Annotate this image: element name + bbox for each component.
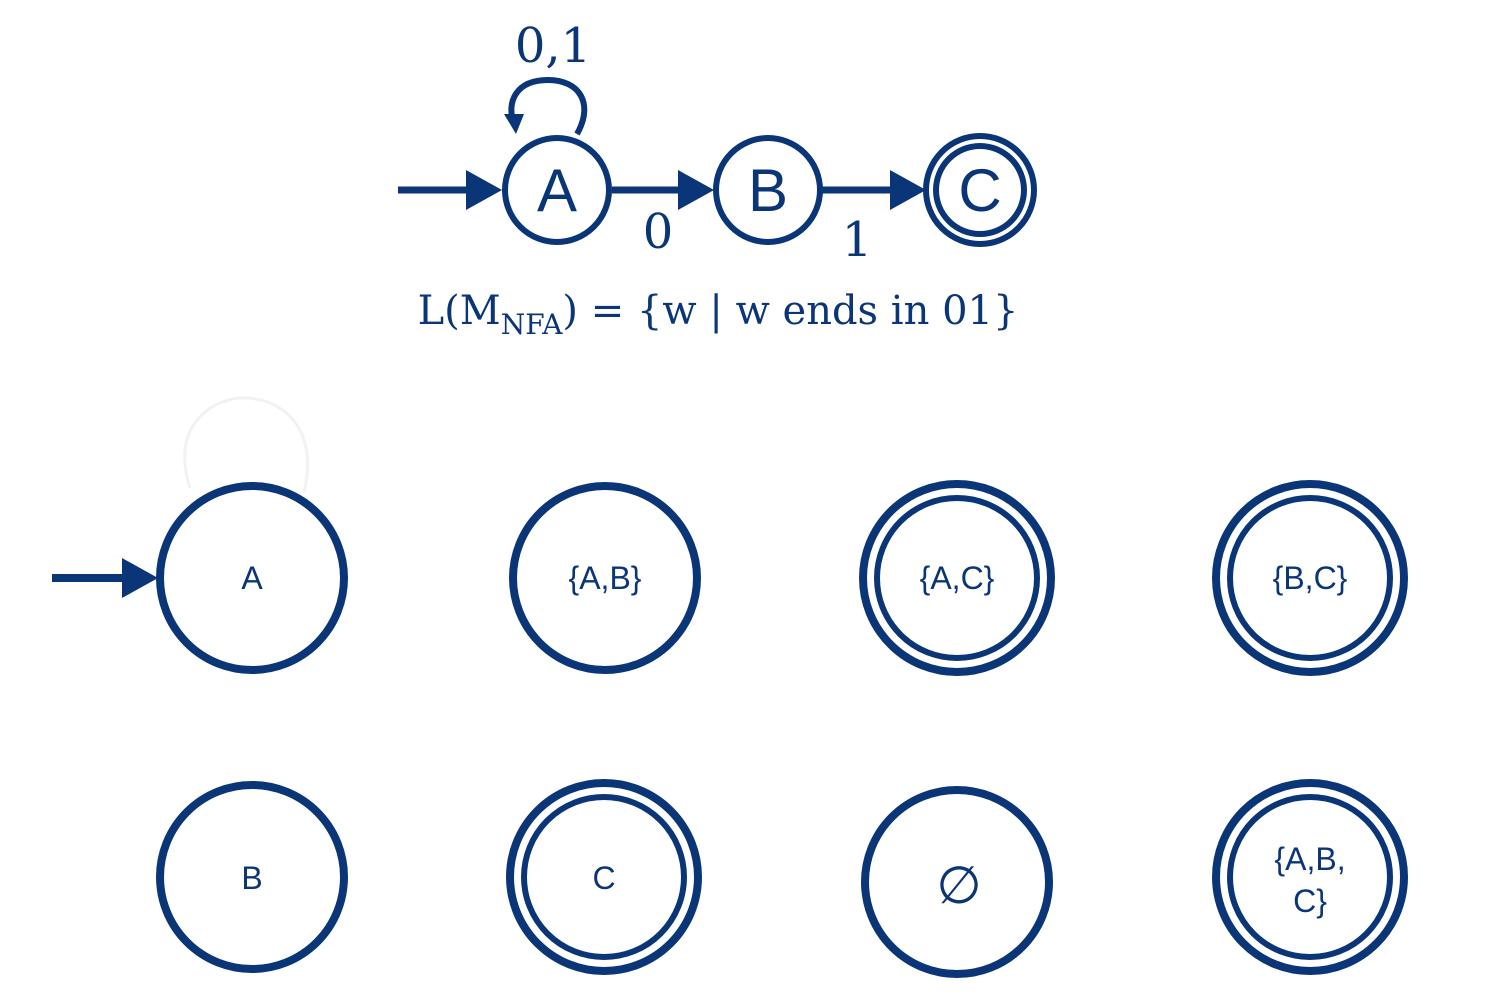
dfa-state-ac-label: {A,C} <box>920 560 995 596</box>
nfa-state-c: C <box>923 133 1037 247</box>
dfa-state-ab: {A,B} <box>509 482 701 674</box>
dfa-ghost-loop <box>183 396 310 493</box>
nfa-self-loop-a <box>504 76 588 136</box>
nfa-edge-a-b <box>612 170 714 210</box>
dfa-state-bc: {B,C} <box>1212 480 1408 676</box>
language-prefix: L(M <box>418 288 501 334</box>
dfa-state-b-label: B <box>241 860 262 896</box>
nfa-state-a: A <box>502 135 612 245</box>
dfa-state-c-label: C <box>592 860 615 896</box>
dfa-state-empty-label: ∅ <box>936 857 981 915</box>
dfa-state-c: C <box>506 779 702 975</box>
dfa-states: A {A,B} {A,C} {B,C} B C ∅ <box>52 396 1408 978</box>
nfa-language-caption: L(MNFA) = {w | w ends in 01} <box>418 288 1019 341</box>
nfa-edge-a-b-label: 0 <box>643 204 674 260</box>
nfa-edge-b-c <box>822 170 926 210</box>
dfa-state-abc: {A,B, C} <box>1212 779 1408 975</box>
language-subscript: NFA <box>501 308 563 341</box>
nfa-loop-label: 0,1 <box>515 18 591 74</box>
nfa-state-b: B <box>713 135 823 245</box>
language-suffix: ) = {w | w ends in 01} <box>562 288 1018 334</box>
nfa-state-a-label: A <box>537 157 577 224</box>
dfa-state-abc-label-line1: {A,B, <box>1274 841 1345 877</box>
dfa-start-arrow <box>52 558 158 598</box>
dfa-state-a: A <box>156 482 348 674</box>
nfa-state-c-label: C <box>958 157 1001 224</box>
dfa-state-bc-label: {B,C} <box>1273 560 1348 596</box>
nfa-state-b-label: B <box>748 157 788 224</box>
nfa-diagram: 0,1 0 1 A B C L(MNFA) = {w | <box>398 18 1037 341</box>
dfa-state-ab-label: {A,B} <box>569 560 642 596</box>
dfa-state-empty: ∅ <box>861 786 1053 978</box>
dfa-state-b: B <box>156 781 348 973</box>
dfa-state-a-label: A <box>241 560 263 596</box>
nfa-start-arrow <box>398 170 502 210</box>
nfa-edge-b-c-label: 1 <box>842 212 873 268</box>
dfa-state-ac: {A,C} <box>859 480 1055 676</box>
dfa-state-abc-label-line2: C} <box>1293 883 1327 919</box>
